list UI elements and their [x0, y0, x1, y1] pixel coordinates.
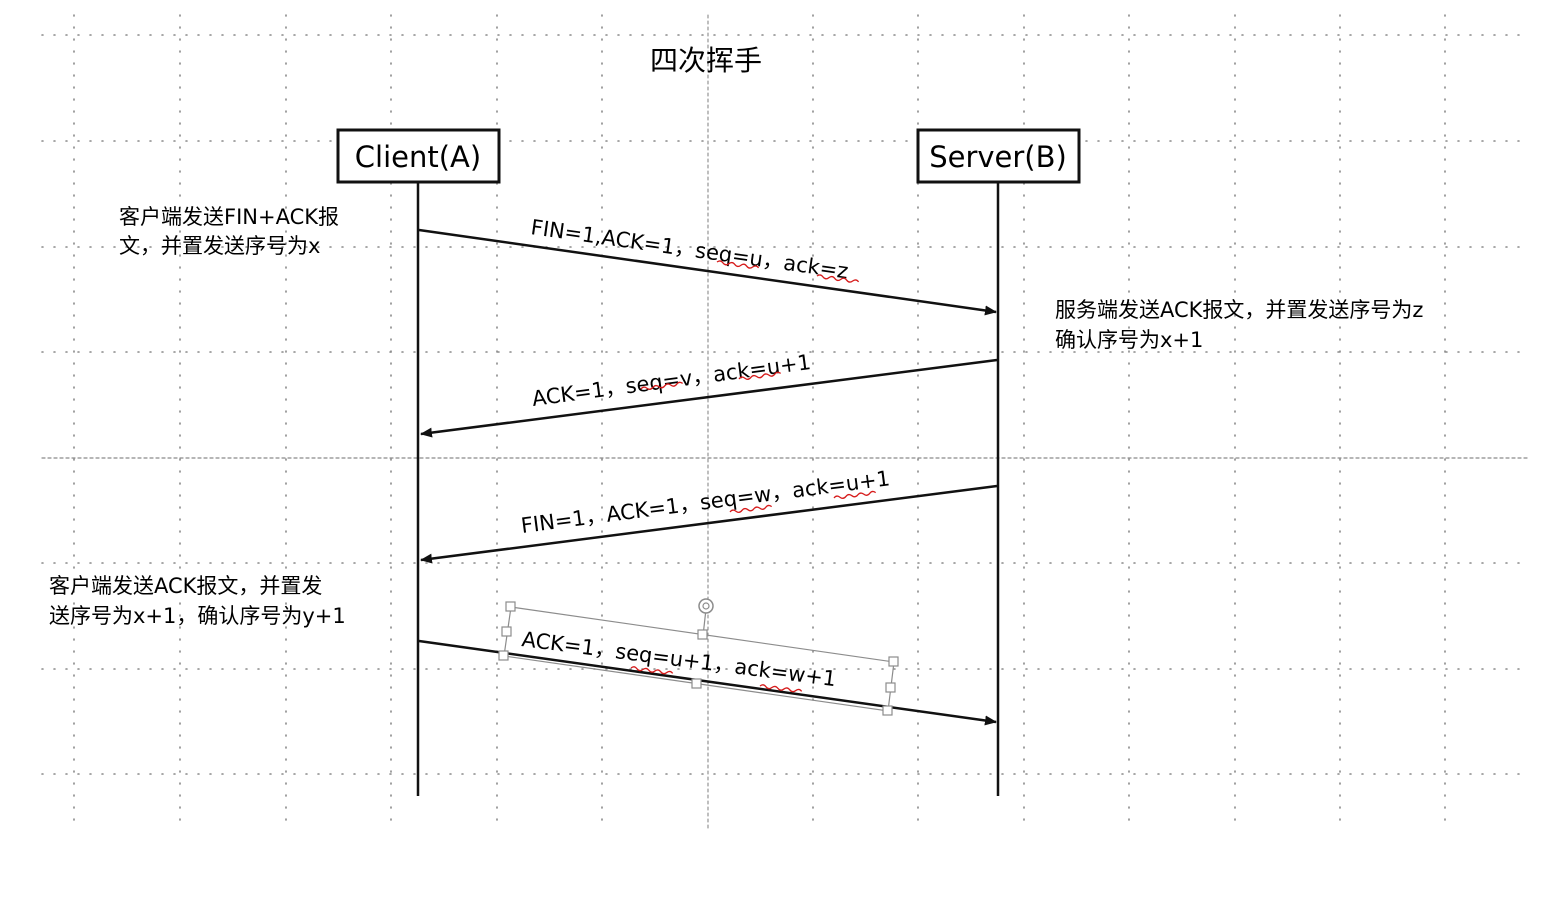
rotate-handle-inner	[702, 602, 710, 610]
message-1-label[interactable]: FIN=1,ACK=1，seq=u，ack=z	[529, 215, 850, 283]
server-participant[interactable]: Server(B)	[916, 128, 1081, 184]
client-participant[interactable]: Client(A)	[336, 128, 501, 184]
resize-handle-left[interactable]	[501, 626, 512, 637]
dotted-grid	[41, 14, 1531, 831]
client-label: Client(A)	[355, 140, 481, 174]
client-fin-note-line-1: 客户端发送FIN+ACK报	[119, 205, 339, 229]
server-label: Server(B)	[929, 140, 1067, 174]
server-box[interactable]	[916, 128, 1081, 184]
client-ack-note-line-2: 送序号为x+1，确认序号为y+1	[49, 604, 346, 628]
rotate-handle-icon[interactable]	[698, 598, 714, 614]
selection-box[interactable]	[498, 598, 899, 716]
resize-handle-right[interactable]	[885, 682, 896, 693]
message-2-arrow[interactable]	[420, 358, 998, 438]
message-1-arrow[interactable]	[418, 228, 997, 316]
resize-handle-top[interactable]	[697, 629, 708, 640]
client-ack-note-line-1: 客户端发送ACK报文，并置发	[49, 574, 322, 598]
message-4-arrow[interactable]	[418, 639, 997, 726]
client-fin-note-line-2: 文，并置发送序号为x	[119, 234, 320, 258]
resize-handle-bottom-right[interactable]	[882, 705, 893, 716]
resize-handle-top-right[interactable]	[888, 656, 899, 667]
diagram-title: 四次挥手	[650, 44, 762, 77]
message-3-arrow[interactable]	[420, 484, 998, 564]
resize-handle-bottom-left[interactable]	[498, 650, 509, 661]
resize-handle-bottom[interactable]	[691, 678, 702, 689]
server-ack-note-line-1: 服务端发送ACK报文，并置发送序号为z	[1055, 298, 1423, 322]
message-3-label[interactable]: FIN=1，ACK=1，seq=w，ack=u+1	[520, 466, 892, 538]
spellcheck-marks	[630, 260, 877, 693]
resize-handle-top-left[interactable]	[505, 601, 516, 612]
client-box[interactable]	[336, 128, 501, 184]
server-ack-note-line-2: 确认序号为x+1	[1055, 328, 1203, 352]
